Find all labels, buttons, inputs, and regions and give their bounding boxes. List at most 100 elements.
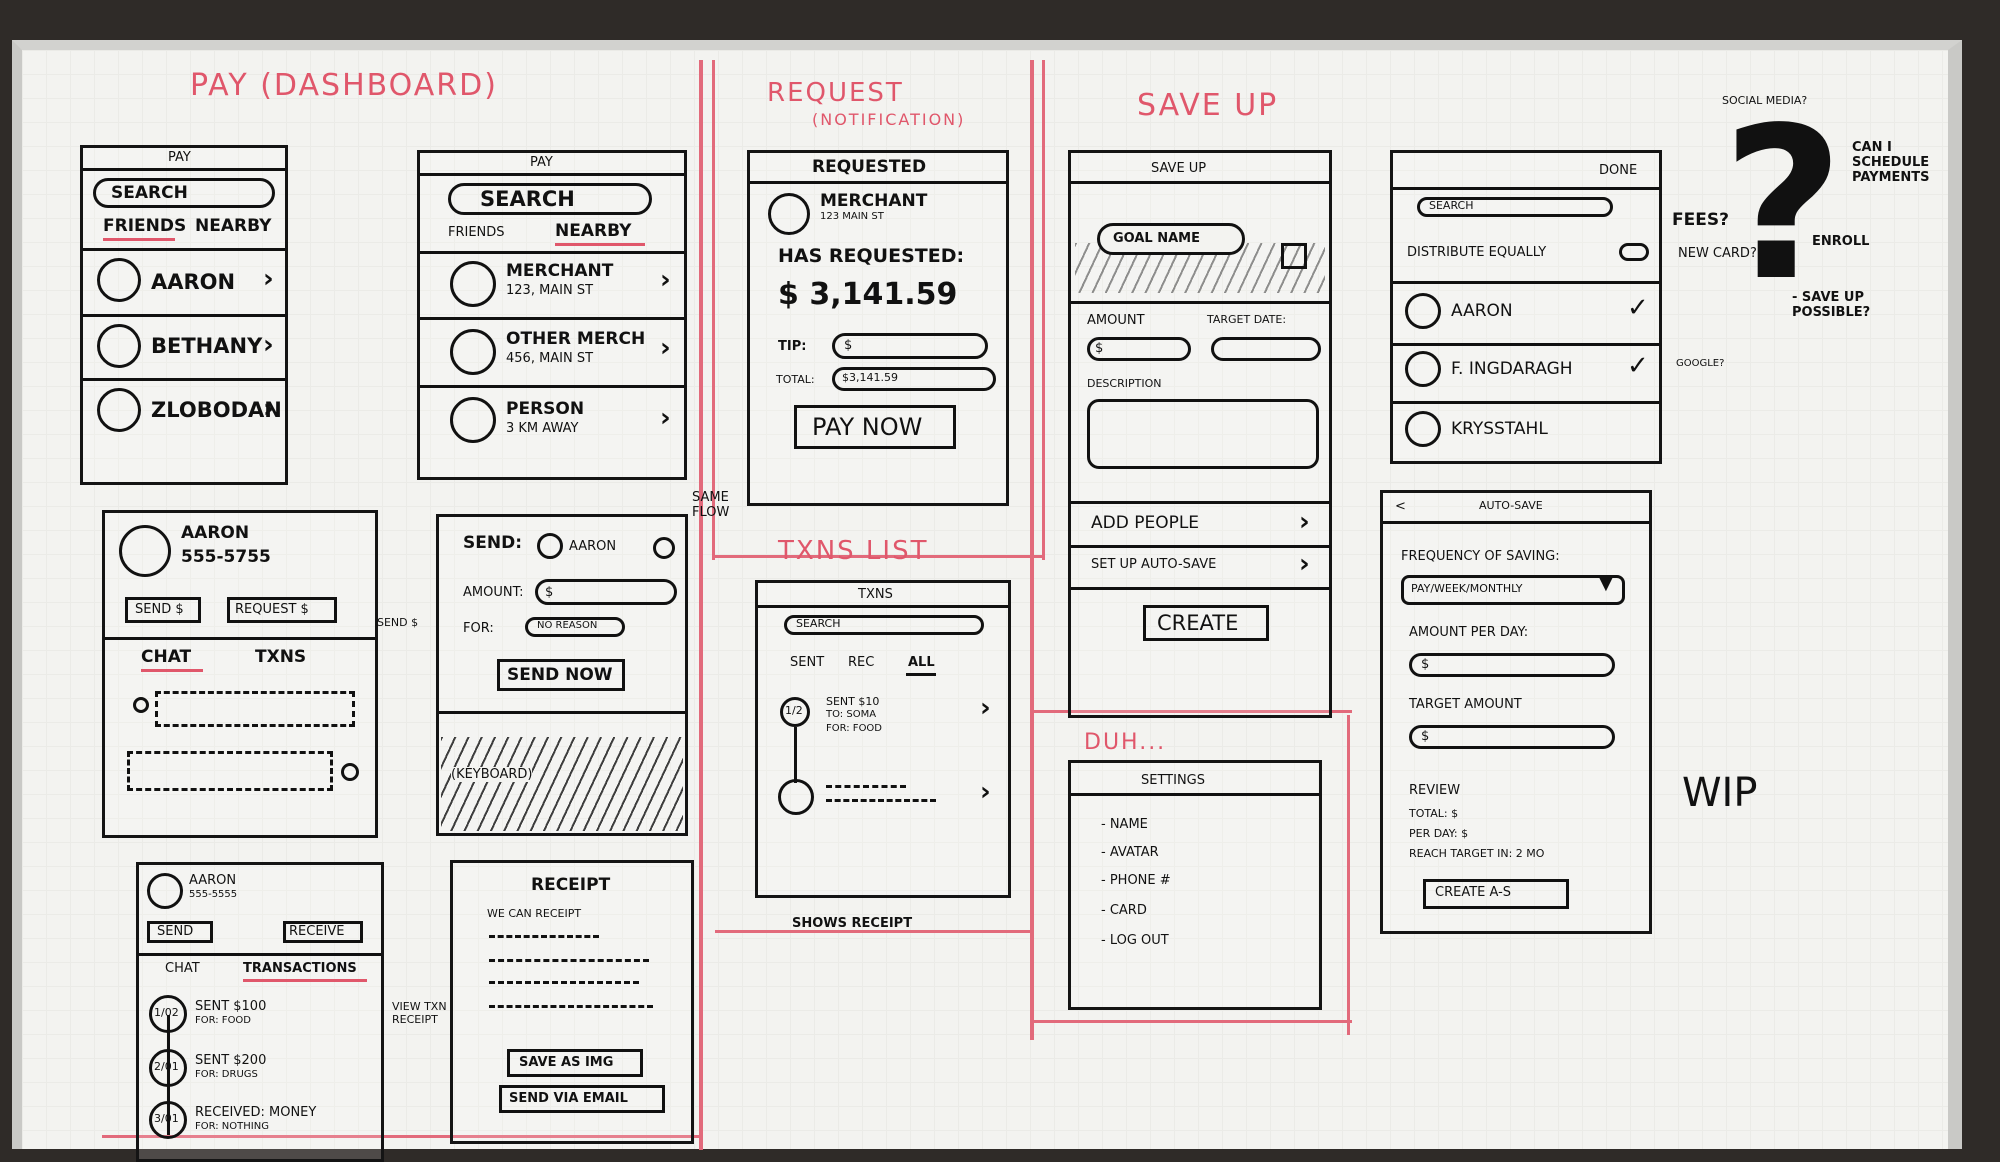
screen-send: SEND: AARON AMOUNT: $ FOR: NO REASON SEN…	[436, 514, 688, 836]
reason-value: NO REASON	[537, 620, 597, 631]
tab-underline	[243, 979, 367, 982]
entry-line: FOR: FOOD	[826, 723, 882, 734]
screen-header: PAY	[530, 155, 553, 170]
person-name[interactable]: AARON	[1451, 301, 1513, 321]
target-date-label: TARGET DATE:	[1207, 313, 1286, 326]
description-field[interactable]	[1087, 399, 1319, 469]
tab-friends[interactable]: FRIENDS	[448, 225, 505, 240]
note-shows-receipt: SHOWS RECEIPT	[792, 916, 912, 931]
tab-all[interactable]: ALL	[908, 655, 935, 670]
chevron-right-icon: ›	[263, 394, 274, 424]
send-to-label: SEND:	[463, 533, 522, 553]
total-value: $3,141.59	[842, 371, 898, 384]
tab-chat[interactable]: CHAT	[141, 647, 191, 667]
person-name[interactable]: F. INGDARAGH	[1451, 359, 1573, 379]
divider	[699, 60, 703, 1150]
tab-nearby[interactable]: NEARBY	[555, 221, 631, 241]
merchant-name: MERCHANT	[820, 191, 927, 211]
list-item-sub: 456, MAIN ST	[506, 351, 593, 366]
divider	[1032, 1020, 1352, 1023]
tab-friends[interactable]: FRIENDS	[103, 216, 186, 236]
amount-field[interactable]	[1409, 653, 1615, 677]
title-txns-list: TXNS LIST	[778, 536, 928, 566]
contact-name: AARON	[189, 873, 236, 888]
avatar	[1405, 411, 1441, 447]
divider	[1042, 60, 1045, 560]
camera-icon[interactable]	[1281, 243, 1307, 269]
screen-contact: AARON 555-5755 SEND $ REQUEST $ CHAT TXN…	[102, 510, 378, 838]
avatar	[147, 873, 183, 909]
tip-field[interactable]	[832, 333, 988, 359]
divider	[1393, 343, 1659, 346]
screen-pay-friends: PAY SEARCH FRIENDS NEARBY AARON › BETHAN…	[80, 145, 288, 485]
divider	[1393, 401, 1659, 404]
list-item[interactable]: AARON	[151, 270, 235, 294]
tab-sent[interactable]: SENT	[790, 655, 824, 670]
tab-chat[interactable]: CHAT	[165, 961, 200, 976]
auto-save-label[interactable]: SET UP AUTO-SAVE	[1091, 557, 1216, 572]
goal-name-label: GOAL NAME	[1113, 231, 1200, 246]
settings-item[interactable]: - PHONE #	[1101, 873, 1171, 888]
chevron-right-icon: ›	[980, 693, 991, 723]
total-label: TOTAL:	[776, 373, 815, 386]
list-item[interactable]: MERCHANT	[506, 261, 613, 281]
tab-transactions[interactable]: TRANSACTIONS	[243, 961, 357, 976]
chevron-right-icon: ›	[980, 777, 991, 807]
receipt-line	[489, 981, 639, 984]
back-icon[interactable]: <	[1395, 499, 1406, 514]
title-pay: PAY (DASHBOARD)	[190, 68, 498, 103]
review-reach: REACH TARGET IN: 2 MO	[1409, 847, 1544, 860]
list-item[interactable]: BETHANY	[151, 334, 262, 358]
tab-txns[interactable]: TXNS	[255, 647, 306, 667]
person-name[interactable]: KRYSSTAHL	[1451, 419, 1548, 439]
screen-header: SAVE UP	[1151, 161, 1206, 176]
create-auto-save-label: CREATE A-S	[1435, 885, 1511, 900]
done-button[interactable]: DONE	[1599, 163, 1637, 178]
tab-nearby[interactable]: NEARBY	[195, 216, 271, 236]
search-placeholder: SEARCH	[796, 617, 841, 630]
tab-rec[interactable]: REC	[848, 655, 874, 670]
target-date-field[interactable]	[1211, 337, 1321, 361]
note-view-receipt: VIEW TXN RECEIPT	[392, 1000, 452, 1026]
amount-label: AMOUNT PER DAY:	[1409, 625, 1528, 640]
screen-pay-nearby: PAY SEARCH FRIENDS NEARBY MERCHANT 123, …	[417, 150, 687, 480]
divider	[83, 248, 285, 251]
date-badge	[778, 779, 814, 815]
check-icon: ✓	[1627, 351, 1649, 381]
keyboard-area	[441, 737, 683, 831]
settings-item[interactable]: - CARD	[1101, 903, 1147, 918]
create-label: CREATE	[1157, 611, 1238, 635]
list-item-sub: 3 KM AWAY	[506, 421, 578, 436]
tab-underline	[103, 238, 175, 241]
request-amount: $ 3,141.59	[778, 277, 957, 312]
receipt-line	[489, 1005, 653, 1008]
add-people-label[interactable]: ADD PEOPLE	[1091, 513, 1199, 533]
note-wip: WIP	[1682, 770, 1757, 816]
title-request-sub: (NOTIFICATION)	[812, 110, 965, 129]
send-label: SEND $	[135, 602, 184, 617]
distribute-toggle[interactable]	[1619, 243, 1649, 261]
description-label: DESCRIPTION	[1087, 377, 1161, 390]
txn-date: 2/01	[154, 1060, 179, 1073]
header-rule	[758, 605, 1008, 608]
merchant-addr: 123 MAIN ST	[820, 211, 884, 222]
divider	[1393, 281, 1659, 284]
send-now-label: SEND NOW	[507, 665, 613, 685]
settings-item[interactable]: - NAME	[1101, 817, 1148, 832]
chat-bubble	[155, 691, 355, 727]
list-item[interactable]: PERSON	[506, 399, 584, 419]
header-rule	[420, 173, 684, 176]
avatar	[1405, 351, 1441, 387]
add-icon[interactable]	[653, 537, 675, 559]
header-rule	[83, 168, 285, 171]
target-label: TARGET AMOUNT	[1409, 697, 1522, 712]
freq-label: FREQUENCY OF SAVING:	[1401, 549, 1560, 564]
amount-field[interactable]	[535, 579, 677, 605]
merchant-icon	[450, 329, 496, 375]
target-field[interactable]	[1409, 725, 1615, 749]
list-item[interactable]: OTHER MERCH	[506, 329, 645, 349]
screen-receipt: RECEIPT WE CAN RECEIPT SAVE AS IMG SEND …	[450, 860, 694, 1144]
settings-item[interactable]: - AVATAR	[1101, 845, 1159, 860]
settings-item[interactable]: - LOG OUT	[1101, 933, 1169, 948]
avatar	[450, 397, 496, 443]
